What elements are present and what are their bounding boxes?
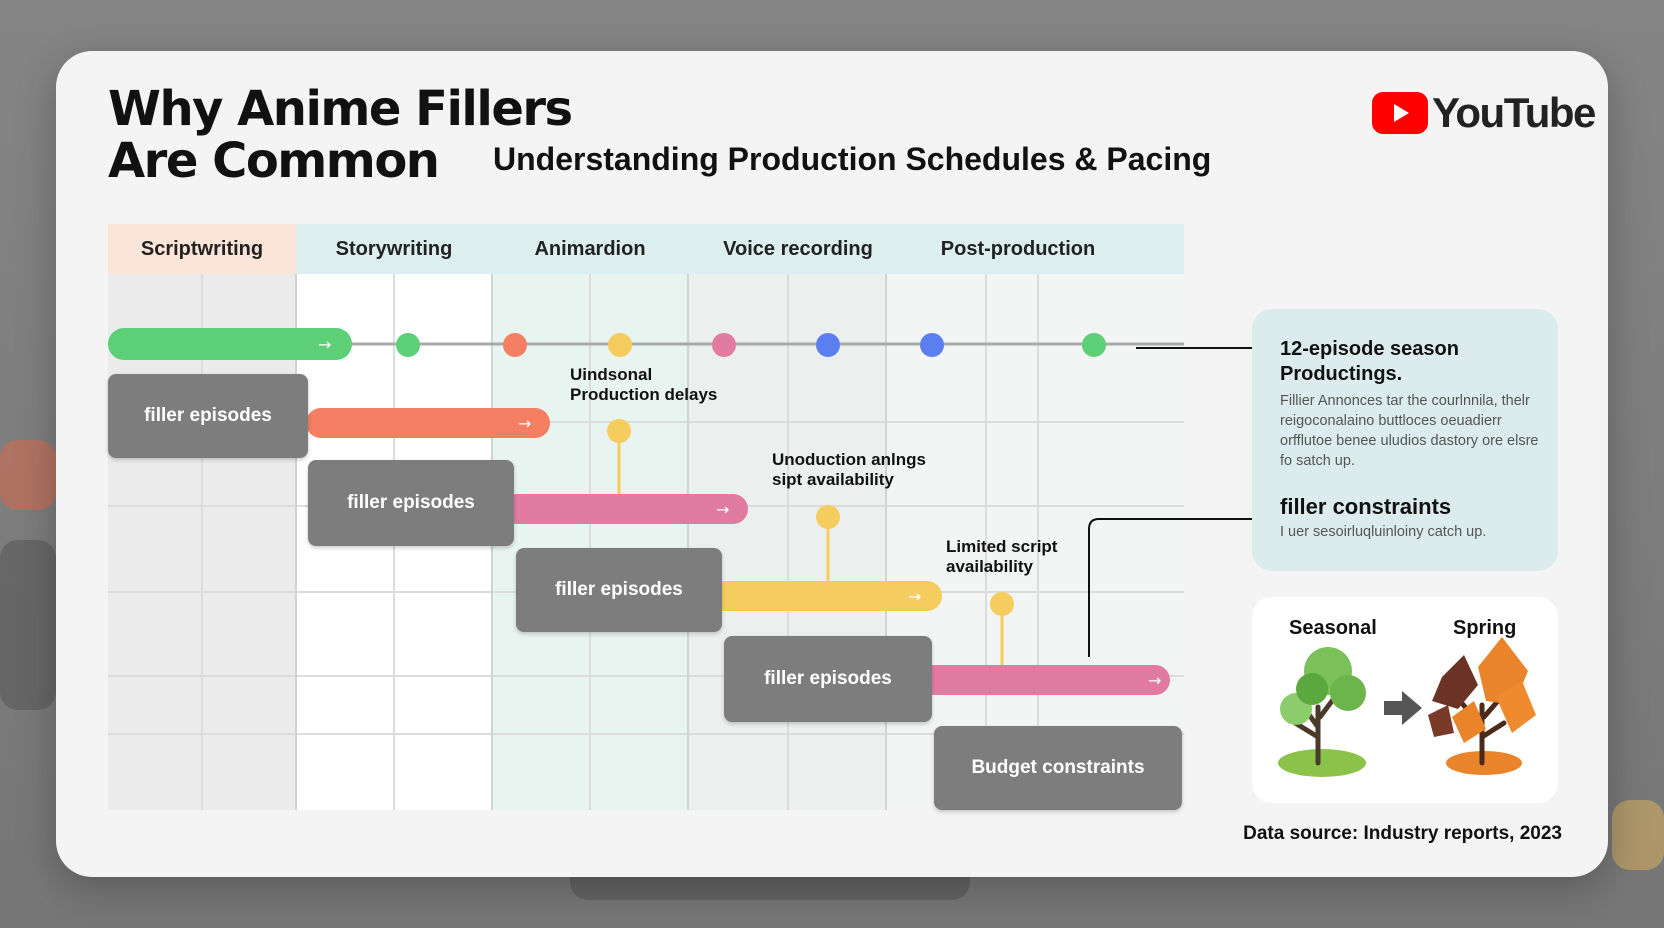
background-blob <box>0 440 56 510</box>
stage-header-scriptwriting: Scriptwriting <box>140 237 264 260</box>
milestone-dot <box>816 505 840 529</box>
bar-post-production <box>896 665 1170 695</box>
youtube-logo: YouTube <box>1372 89 1596 137</box>
arrow-right-icon: → <box>518 414 531 433</box>
milestone-dot <box>920 333 944 357</box>
label-limited-script-availability: Limited script availability <box>946 537 1058 576</box>
panel-body-2: I uer sesoirluqluinloiny catch up. <box>1280 524 1487 540</box>
bar-animation <box>502 494 748 524</box>
arrow-right-icon <box>1384 691 1422 725</box>
timeline-graphic: → → → → → <box>108 224 1184 810</box>
youtube-play-icon <box>1372 92 1428 134</box>
milestone-dot <box>503 333 527 357</box>
milestone-dot <box>1082 333 1106 357</box>
milestone-dot <box>990 592 1014 616</box>
stage-header-storywriting: Storywriting <box>335 237 453 260</box>
milestone-dot <box>607 419 631 443</box>
header-strip-bg <box>296 224 1184 274</box>
milestone-dot <box>396 333 420 357</box>
page-title: Why Anime Fillers Are Common <box>108 81 573 189</box>
column-bg <box>886 224 1184 810</box>
arrow-right-icon: → <box>908 587 921 606</box>
production-timeline: → → → → → Scr <box>108 224 1184 810</box>
seasonal-panel: Seasonal Spring <box>1252 597 1558 803</box>
stage-header-post-production: Post-production <box>940 237 1096 260</box>
budget-constraints-box: Budget constraints <box>934 726 1182 810</box>
label-script-availability: Unoduction anlngs sipt availability <box>772 450 926 489</box>
filler-episodes-box: filler episodes <box>308 460 514 546</box>
infographic-card: Why Anime Fillers Are Common Understandi… <box>56 51 1608 877</box>
header-cell-bg <box>108 224 296 274</box>
background-blob <box>0 540 56 710</box>
panel-body: Fillier Annonces tar the courlnnila, the… <box>1280 393 1539 469</box>
title-line-2: Are Common <box>108 133 440 189</box>
bar-scriptwriting <box>108 328 352 360</box>
bar-voice-recording <box>696 581 942 611</box>
label-production-delays: Uindsonal Production delays <box>570 365 718 404</box>
bar-storywriting <box>306 408 550 438</box>
stage-header-animation: Animardion <box>534 237 646 260</box>
milestone-dot <box>712 333 736 357</box>
autumn-tree-icon <box>1428 637 1536 775</box>
filler-episodes-box: filler episodes <box>516 548 722 632</box>
stage-header-voice-recording: Voice recording <box>723 237 873 260</box>
panel-heading-filler-constraints: filler constraints <box>1280 494 1452 519</box>
filler-episodes-box: filler episodes <box>724 636 932 722</box>
season-info-panel: 12-episode season Productings. Fillier A… <box>1252 309 1558 571</box>
seasonal-label: Seasonal <box>1289 617 1377 639</box>
green-tree-icon <box>1278 647 1366 777</box>
milestone-dot <box>608 333 632 357</box>
arrow-right-icon: → <box>716 500 729 519</box>
page-subtitle: Understanding Production Schedules & Pac… <box>493 141 1212 177</box>
filler-episodes-box: filler episodes <box>108 374 308 458</box>
background-blob <box>1612 800 1664 870</box>
title-line-1: Why Anime Fillers <box>108 81 573 137</box>
youtube-wordmark: YouTube <box>1432 89 1596 136</box>
milestone-dot <box>816 333 840 357</box>
season-illustration <box>1278 637 1536 777</box>
data-source-note: Data source: Industry reports, 2023 <box>1243 823 1562 844</box>
arrow-right-icon: → <box>318 335 331 354</box>
panel-title: 12-episode season Productings. <box>1280 338 1459 385</box>
spring-label: Spring <box>1453 617 1517 639</box>
arrow-right-icon: → <box>1148 671 1161 690</box>
